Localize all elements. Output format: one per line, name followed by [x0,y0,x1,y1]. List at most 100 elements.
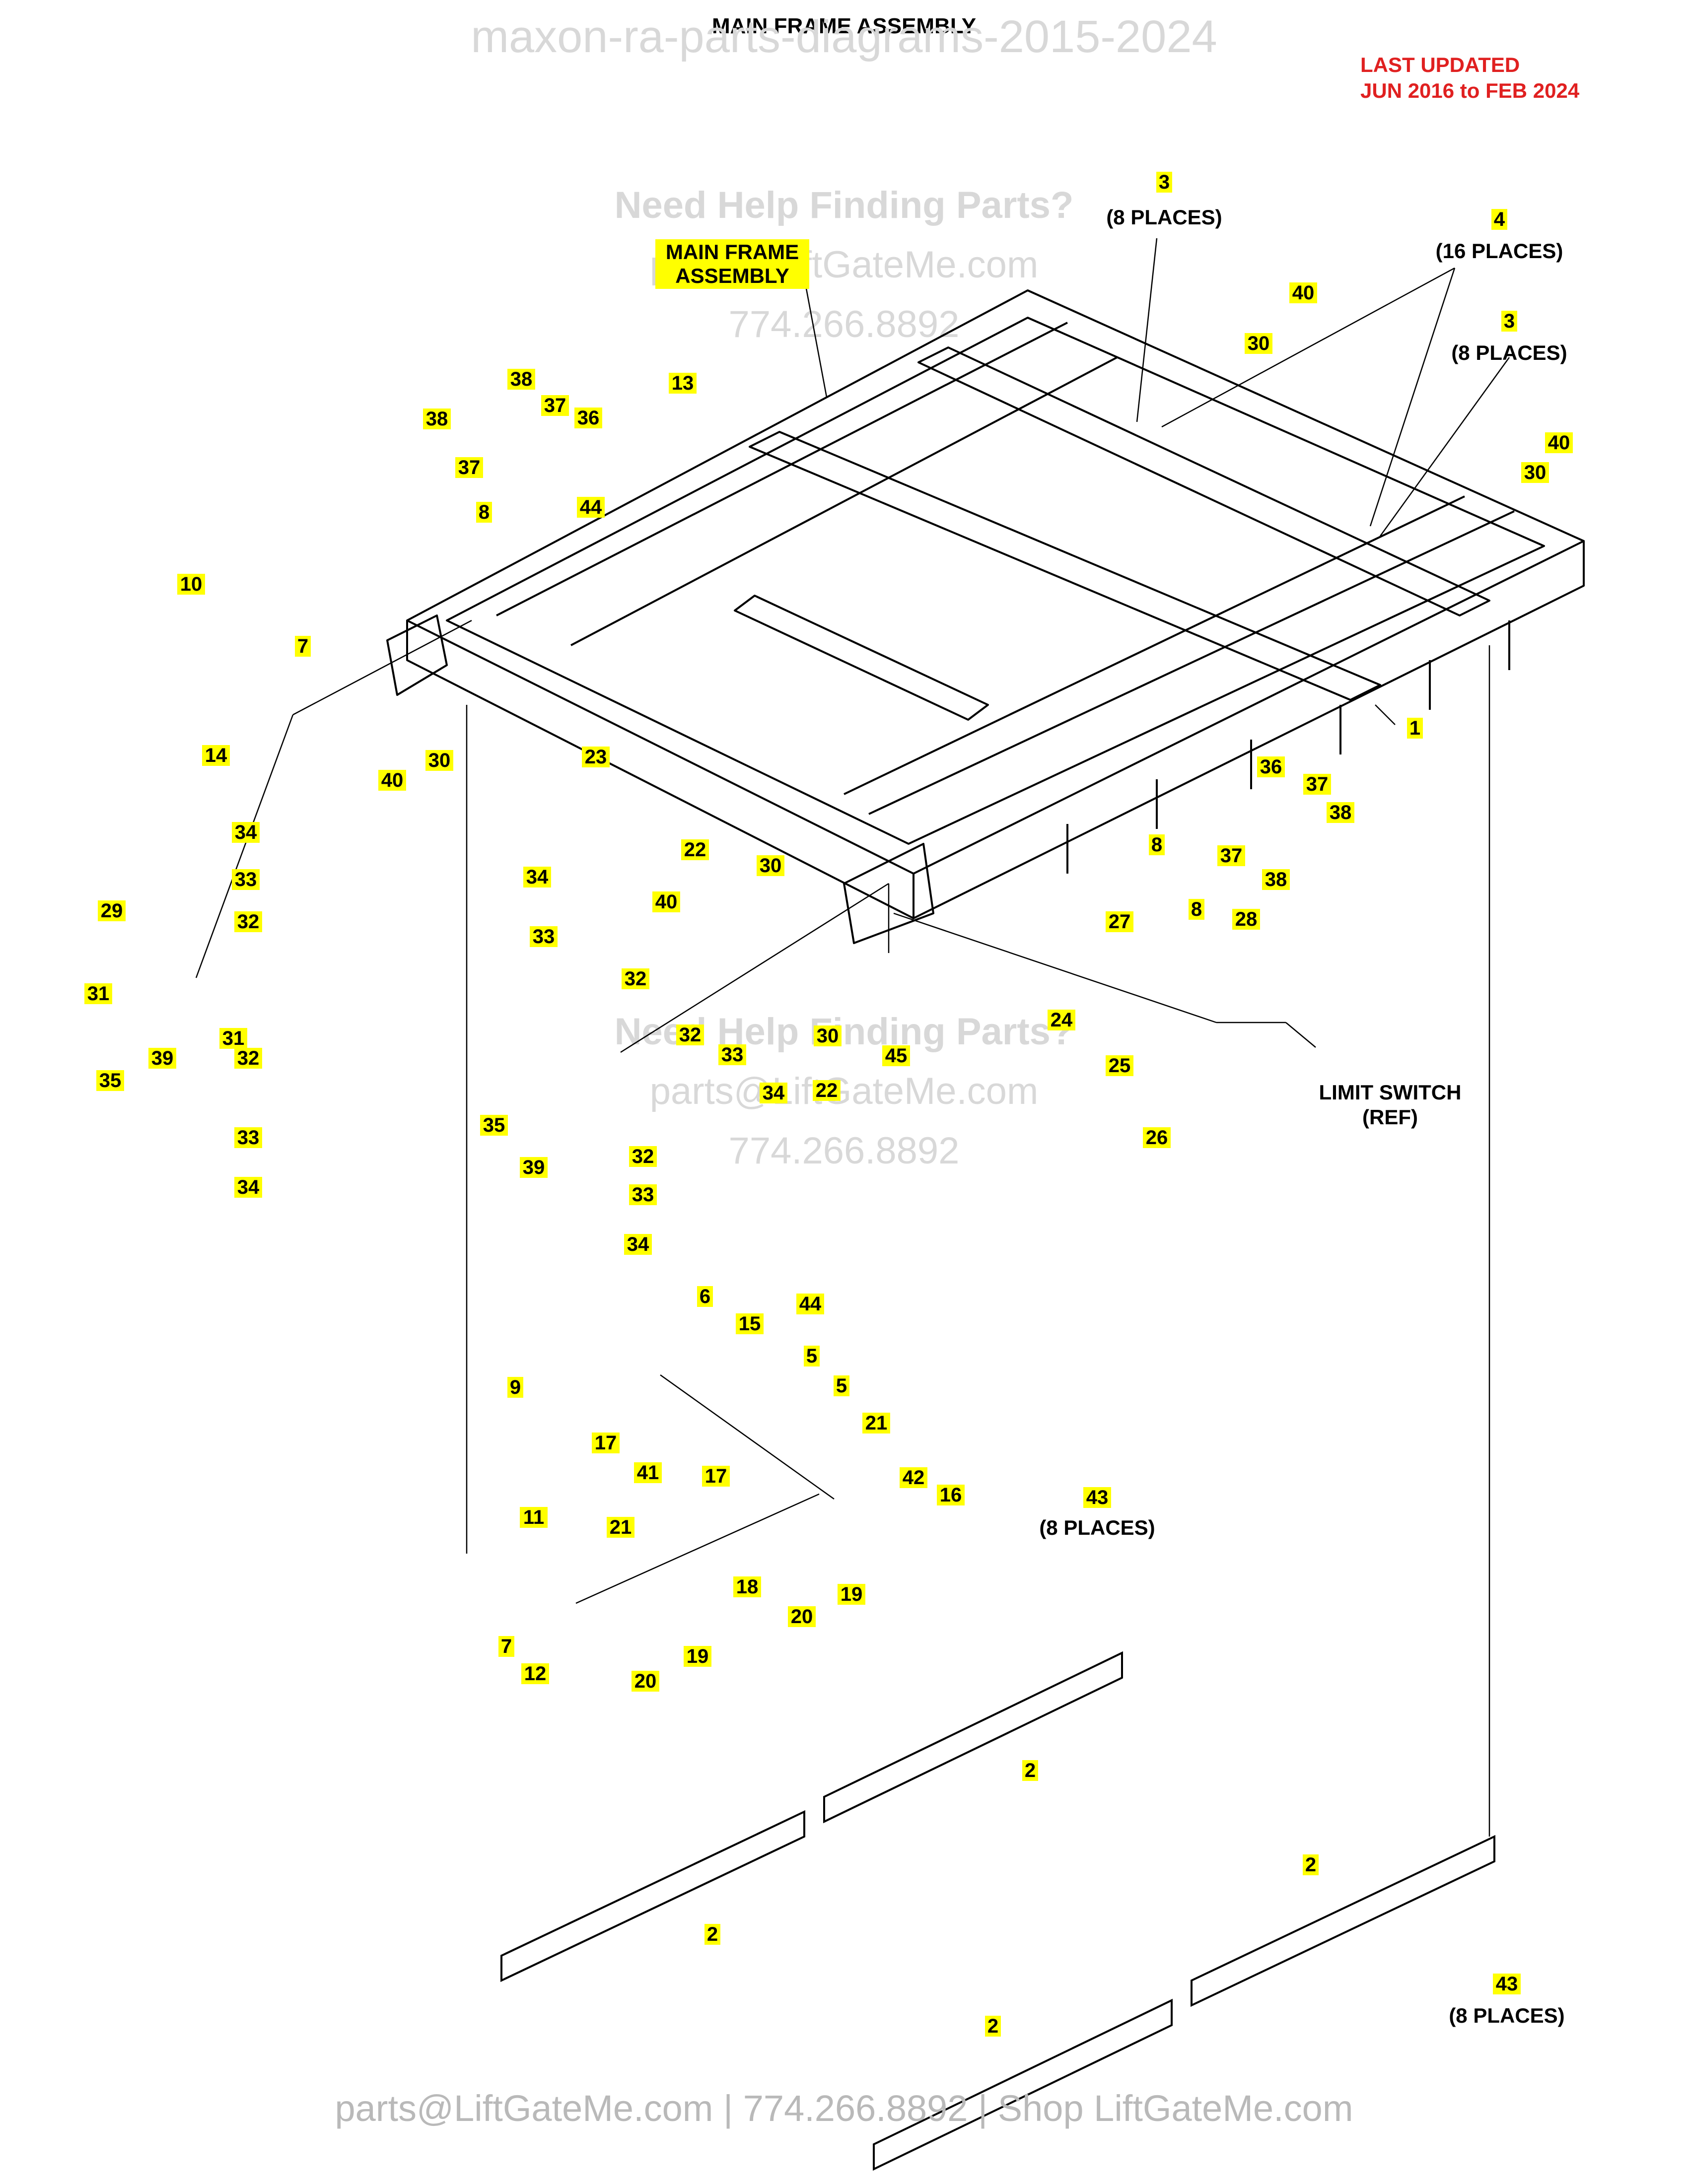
part-label-40[interactable]: 40 [1292,282,1315,304]
part-label-35[interactable]: 35 [99,1070,122,1092]
leader-lines [195,238,1510,1837]
part-label-37[interactable]: 37 [458,457,481,478]
part-label-21[interactable]: 21 [865,1412,888,1434]
part-label-32[interactable]: 32 [679,1024,702,1046]
part-label-12[interactable]: 12 [524,1663,547,1685]
part-label-25[interactable]: 25 [1109,1055,1131,1077]
part-label-4[interactable]: 4 [1494,208,1505,230]
part-label-22[interactable]: 22 [816,1080,838,1101]
part-label-34[interactable]: 34 [235,821,257,843]
part-label-40[interactable]: 40 [655,891,678,913]
part-label-8[interactable]: 8 [1191,898,1202,920]
part-label-44[interactable]: 44 [580,496,602,518]
part-label-41[interactable]: 41 [637,1462,659,1484]
part-label-37[interactable]: 37 [1220,845,1243,867]
part-label-22[interactable]: 22 [684,839,706,861]
part-label-30[interactable]: 30 [817,1025,839,1047]
part-label-3[interactable]: 3 [1504,310,1515,332]
part-label-7[interactable]: 7 [501,1636,512,1657]
part-label-3[interactable]: 3 [1159,171,1170,193]
part-label-33[interactable]: 33 [237,1127,260,1149]
part-label-24[interactable]: 24 [1051,1009,1073,1031]
part-label-highlight [1407,718,1423,739]
note-part4: (16 PLACES) [1436,239,1563,263]
part-label-30[interactable]: 30 [1524,462,1547,483]
part-label-13[interactable]: 13 [672,372,694,394]
callout-line2: ASSEMBLY [675,264,789,287]
part-label-18[interactable]: 18 [736,1576,759,1598]
part-label-5[interactable]: 5 [806,1345,817,1367]
part-label-2[interactable]: 2 [707,1923,718,1945]
part-label-21[interactable]: 21 [610,1516,632,1538]
part-label-45[interactable]: 45 [885,1045,908,1067]
note-part43-bottom: (8 PLACES) [1449,2004,1564,2027]
part-label-30[interactable]: 30 [428,750,451,771]
part-label-17[interactable]: 17 [595,1432,617,1454]
part-label-highlight [1048,1010,1075,1030]
part-label-32[interactable]: 32 [237,911,260,933]
part-label-33[interactable]: 33 [235,869,257,890]
part-label-31[interactable]: 31 [87,983,110,1005]
part-label-32[interactable]: 32 [632,1146,654,1167]
part-label-9[interactable]: 9 [510,1376,521,1398]
part-label-highlight [652,891,680,912]
part-label-34[interactable]: 34 [526,866,549,888]
part-label-highlight [760,1083,787,1103]
part-label-19[interactable]: 19 [841,1583,863,1605]
part-label-highlight [838,1584,865,1605]
part-label-32[interactable]: 32 [625,968,647,990]
part-label-33[interactable]: 33 [533,926,555,948]
part-label-40[interactable]: 40 [1548,432,1570,454]
part-label-20[interactable]: 20 [634,1670,657,1692]
part-label-23[interactable]: 23 [585,746,607,768]
part-label-20[interactable]: 20 [791,1606,813,1628]
part-label-44[interactable]: 44 [799,1293,822,1315]
part-label-34[interactable]: 34 [237,1176,260,1198]
part-label-17[interactable]: 17 [705,1465,727,1487]
part-label-2[interactable]: 2 [1305,1854,1316,1876]
part-label-36[interactable]: 36 [577,407,600,429]
part-label-highlight [219,1028,247,1049]
part-label-14[interactable]: 14 [205,745,227,766]
part-label-43[interactable]: 43 [1086,1487,1109,1508]
part-label-30[interactable]: 30 [1248,333,1270,354]
part-label-28[interactable]: 28 [1235,908,1258,930]
part-label-39[interactable]: 39 [151,1047,174,1069]
part-label-8[interactable]: 8 [1151,834,1162,856]
part-label-35[interactable]: 35 [483,1114,505,1136]
part-label-10[interactable]: 10 [180,573,203,595]
part-label-5[interactable]: 5 [836,1375,847,1397]
part-label-26[interactable]: 26 [1146,1127,1168,1149]
part-label-19[interactable]: 19 [687,1645,709,1667]
part-label-16[interactable]: 16 [940,1484,962,1506]
part-label-highlight [702,1466,730,1487]
part-label-1[interactable]: 1 [1409,717,1420,739]
part-label-34[interactable]: 34 [763,1082,785,1104]
part-label-11[interactable]: 11 [523,1506,544,1528]
part-label-2[interactable]: 2 [987,2015,998,2037]
part-label-38[interactable]: 38 [510,368,533,390]
part-label-2[interactable]: 2 [1025,1760,1036,1781]
part-label-38[interactable]: 38 [1265,869,1287,890]
part-label-36[interactable]: 36 [1260,756,1282,778]
part-label-32[interactable]: 32 [237,1047,260,1069]
part-label-27[interactable]: 27 [1109,911,1131,933]
part-label-30[interactable]: 30 [760,855,782,877]
part-label-38[interactable]: 38 [426,408,448,430]
part-label-43[interactable]: 43 [1496,1973,1518,1995]
part-label-37[interactable]: 37 [544,395,566,416]
part-label-15[interactable]: 15 [739,1313,761,1335]
part-label-39[interactable]: 39 [523,1157,545,1178]
part-label-40[interactable]: 40 [381,769,404,791]
part-label-42[interactable]: 42 [903,1467,925,1489]
part-label-37[interactable]: 37 [1306,773,1329,795]
part-label-7[interactable]: 7 [297,635,308,657]
part-label-29[interactable]: 29 [101,900,123,922]
part-label-38[interactable]: 38 [1330,802,1352,823]
part-label-6[interactable]: 6 [700,1286,710,1307]
part-label-33[interactable]: 33 [721,1044,744,1066]
part-label-8[interactable]: 8 [479,501,490,523]
part-label-31[interactable]: 31 [222,1027,245,1049]
part-label-34[interactable]: 34 [627,1233,649,1255]
part-label-33[interactable]: 33 [632,1184,654,1206]
